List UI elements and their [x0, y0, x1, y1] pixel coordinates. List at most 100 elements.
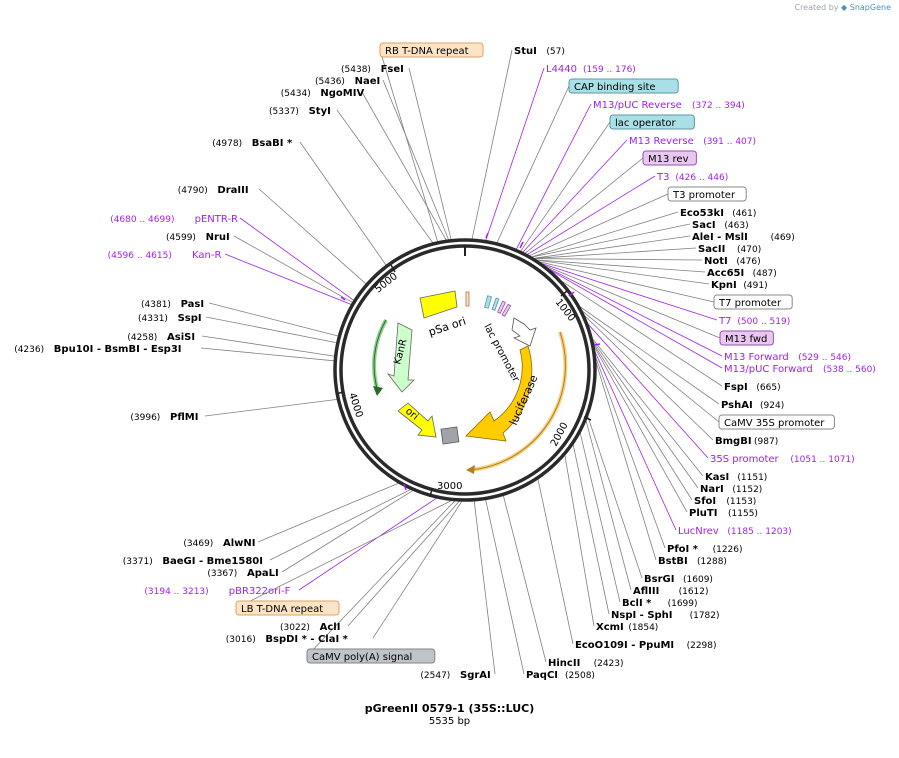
- paqci-name: PaqCI: [526, 670, 558, 681]
- site-label-eco53ki[interactable]: Eco53kI(461): [680, 208, 756, 219]
- m13-reverse-name: M13 Reverse: [629, 136, 694, 147]
- site-label-pflmi[interactable]: PflMI(3996): [130, 412, 198, 423]
- alei-msli-position: (469): [771, 233, 795, 243]
- luciferase-ring-arrow: [469, 331, 566, 471]
- site-label-bpu10i-bsmbi-esp3i[interactable]: Bpu10I - BsmBI - Esp3I(4236): [14, 344, 181, 355]
- m13-forward-name: M13 Forward: [724, 352, 789, 363]
- pentr-r-name: pENTR-R: [195, 214, 238, 225]
- site-label-kpni[interactable]: KpnI(491): [711, 280, 768, 291]
- leader-line: [572, 442, 610, 615]
- site-label-rb-t-dna-repeat[interactable]: RB T-DNA repeat: [379, 42, 484, 58]
- camv-35s-promoter-name: CaMV 35S promoter: [724, 418, 825, 429]
- site-label-ecoo109i-ppumi[interactable]: EcoO109I - PpuMI(2298): [575, 640, 717, 651]
- m13-fwd-name: M13 fwd: [725, 334, 767, 345]
- site-label-bsrgi[interactable]: BsrGI(1609): [644, 574, 713, 585]
- site-label-alei-msli[interactable]: AleI - MslI (469): [692, 232, 795, 243]
- site-label-lac-operator[interactable]: lac operator: [609, 114, 695, 130]
- m13-puc-forward-position: (538 .. 560): [823, 365, 876, 375]
- site-label-m13-fwd[interactable]: M13 fwd: [719, 330, 774, 346]
- site-label-apali[interactable]: ApaLI(3367): [207, 568, 278, 579]
- site-label-xcmi[interactable]: XcmI(1854): [596, 622, 658, 633]
- site-label-nari[interactable]: NarI(1152): [700, 484, 762, 495]
- site-label-camv-35s-promoter[interactable]: CaMV 35S promoter: [718, 414, 835, 430]
- alwni-position: (3469): [183, 539, 213, 549]
- site-label-t3[interactable]: T3(426 .. 446): [656, 172, 728, 183]
- site-label-saci[interactable]: SacI(463): [692, 220, 749, 231]
- t7-promoter-name: T7 promoter: [718, 298, 782, 309]
- site-label-m13-forward[interactable]: M13 Forward(529 .. 546): [724, 352, 851, 363]
- site-label-pentr-r[interactable]: pENTR-R(4680 .. 4699): [110, 214, 238, 225]
- leader-line: [579, 430, 621, 603]
- site-label-paqci[interactable]: PaqCI(2508): [526, 670, 595, 681]
- site-label-fsei[interactable]: FseI(5438): [341, 64, 404, 75]
- site-label-hincii[interactable]: HincII(2423): [548, 658, 624, 669]
- site-label-kan-r[interactable]: Kan-R(4596 .. 4615): [108, 250, 222, 261]
- backbone-outer-strand: [333, 238, 597, 502]
- site-label-styi[interactable]: StyI(5337): [269, 106, 331, 117]
- nari-position: (1152): [732, 485, 762, 495]
- site-label-ngomiv[interactable]: NgoMIV(5434): [281, 88, 365, 99]
- site-label-sgrai[interactable]: SgrAI(2547): [420, 670, 490, 681]
- site-label-lucnrev[interactable]: LucNrev(1185 .. 1203): [678, 526, 792, 537]
- site-label-alwni[interactable]: AlwNI(3469): [183, 538, 255, 549]
- site-label-m13-puc-reverse[interactable]: M13/pUC Reverse(372 .. 394): [593, 100, 745, 111]
- site-label-m13-rev[interactable]: M13 rev: [642, 150, 697, 166]
- site-label-draiii[interactable]: DraIII(4790): [178, 185, 249, 196]
- site-label-t3-promoter[interactable]: T3 promoter: [667, 186, 747, 202]
- site-label-pshai[interactable]: PshAI(924): [721, 400, 784, 411]
- sspi-name: SspI: [178, 313, 202, 324]
- bsrgi-name: BsrGI: [644, 574, 674, 585]
- site-label-nrui[interactable]: NruI(4599): [166, 232, 230, 243]
- bsabi-name: BsaBI *: [252, 138, 293, 149]
- site-label-bstbi[interactable]: BstBI(1288): [658, 556, 727, 567]
- leader-line: [593, 356, 657, 561]
- site-label-camv-poly-a-signal[interactable]: CaMV poly(A) signal: [306, 648, 436, 664]
- site-label-pluti[interactable]: PluTI(1155): [689, 508, 758, 519]
- site-label-pbr322ori-f[interactable]: pBR322ori-F(3194 .. 3213): [144, 586, 290, 597]
- site-label-sspi[interactable]: SspI(4331): [138, 313, 202, 324]
- site-label-lb-t-dna-repeat[interactable]: LB T-DNA repeat: [235, 600, 340, 616]
- leader-line: [533, 259, 706, 273]
- site-label-bcli[interactable]: BclI *(1699): [622, 598, 698, 609]
- bsabi-position: (4978): [212, 139, 242, 149]
- site-label-sacii[interactable]: SacII(470): [698, 244, 761, 255]
- site-label-bspdi-clai[interactable]: BspDI * - ClaI *(3016): [226, 634, 349, 645]
- leader-line: [564, 453, 595, 627]
- site-label-acli[interactable]: AclI(3022): [280, 622, 340, 633]
- site-label-noti[interactable]: NotI(476): [704, 256, 761, 267]
- site-label-pfoi[interactable]: PfoI *(1226): [667, 544, 743, 555]
- alei-msli-name: AleI - MslI: [692, 232, 748, 243]
- site-label-t7-promoter[interactable]: T7 promoter: [713, 294, 793, 310]
- m13-reverse-position: (391 .. 407): [703, 137, 756, 147]
- site-label-afliii[interactable]: AflIII(1612): [633, 586, 709, 597]
- asisi-name: AsiSI: [167, 332, 195, 343]
- site-label-pasi[interactable]: PasI(4381): [141, 299, 204, 310]
- leader-line: [233, 235, 354, 304]
- site-label-m13-puc-forward[interactable]: M13/pUC Forward(538 .. 560): [724, 364, 876, 375]
- site-label-m13-reverse[interactable]: M13 Reverse (391 .. 407): [629, 136, 756, 147]
- feature-psa-ori[interactable]: pSa ori: [419, 290, 468, 339]
- site-label-bmgbi[interactable]: BmgBI(987): [715, 436, 778, 447]
- cap-binding-site-name: CAP binding site: [574, 82, 656, 93]
- site-label-asisi[interactable]: AsiSI(4258): [127, 332, 195, 343]
- feature-ori[interactable]: ori: [397, 402, 437, 438]
- site-label-nspi-sphi[interactable]: NspI - SphI(1782): [611, 610, 720, 621]
- saci-name: SacI: [692, 220, 716, 231]
- acc65i-name: Acc65I: [707, 268, 744, 279]
- site-label-fspi[interactable]: FspI(665): [724, 382, 781, 393]
- site-label-kasi[interactable]: KasI(1151): [705, 472, 767, 483]
- fspi-position: (665): [756, 383, 780, 393]
- draiii-name: DraIII: [217, 185, 248, 196]
- site-label-acc65i[interactable]: Acc65I(487): [707, 268, 777, 279]
- site-label-35s-promoter[interactable]: 35S promoter(1051 .. 1071): [710, 454, 855, 465]
- site-label-cap-binding-site[interactable]: CAP binding site: [568, 78, 679, 94]
- site-label-baegi-bme1580i[interactable]: BaeGI - Bme1580I(3371): [123, 556, 263, 567]
- site-label-bsabi[interactable]: BsaBI * (4978): [212, 138, 293, 149]
- site-label-t7[interactable]: T7(500 .. 519): [718, 316, 790, 327]
- feature-kanr[interactable]: KanR: [386, 322, 415, 393]
- site-label-l4440[interactable]: L4440(159 .. 176): [546, 64, 636, 75]
- bstbi-name: BstBI: [658, 556, 688, 567]
- site-label-stui[interactable]: StuI(57): [514, 46, 565, 57]
- site-label-sfoi[interactable]: SfoI(1153): [694, 496, 756, 507]
- site-label-naei[interactable]: NaeI(5436): [315, 76, 380, 87]
